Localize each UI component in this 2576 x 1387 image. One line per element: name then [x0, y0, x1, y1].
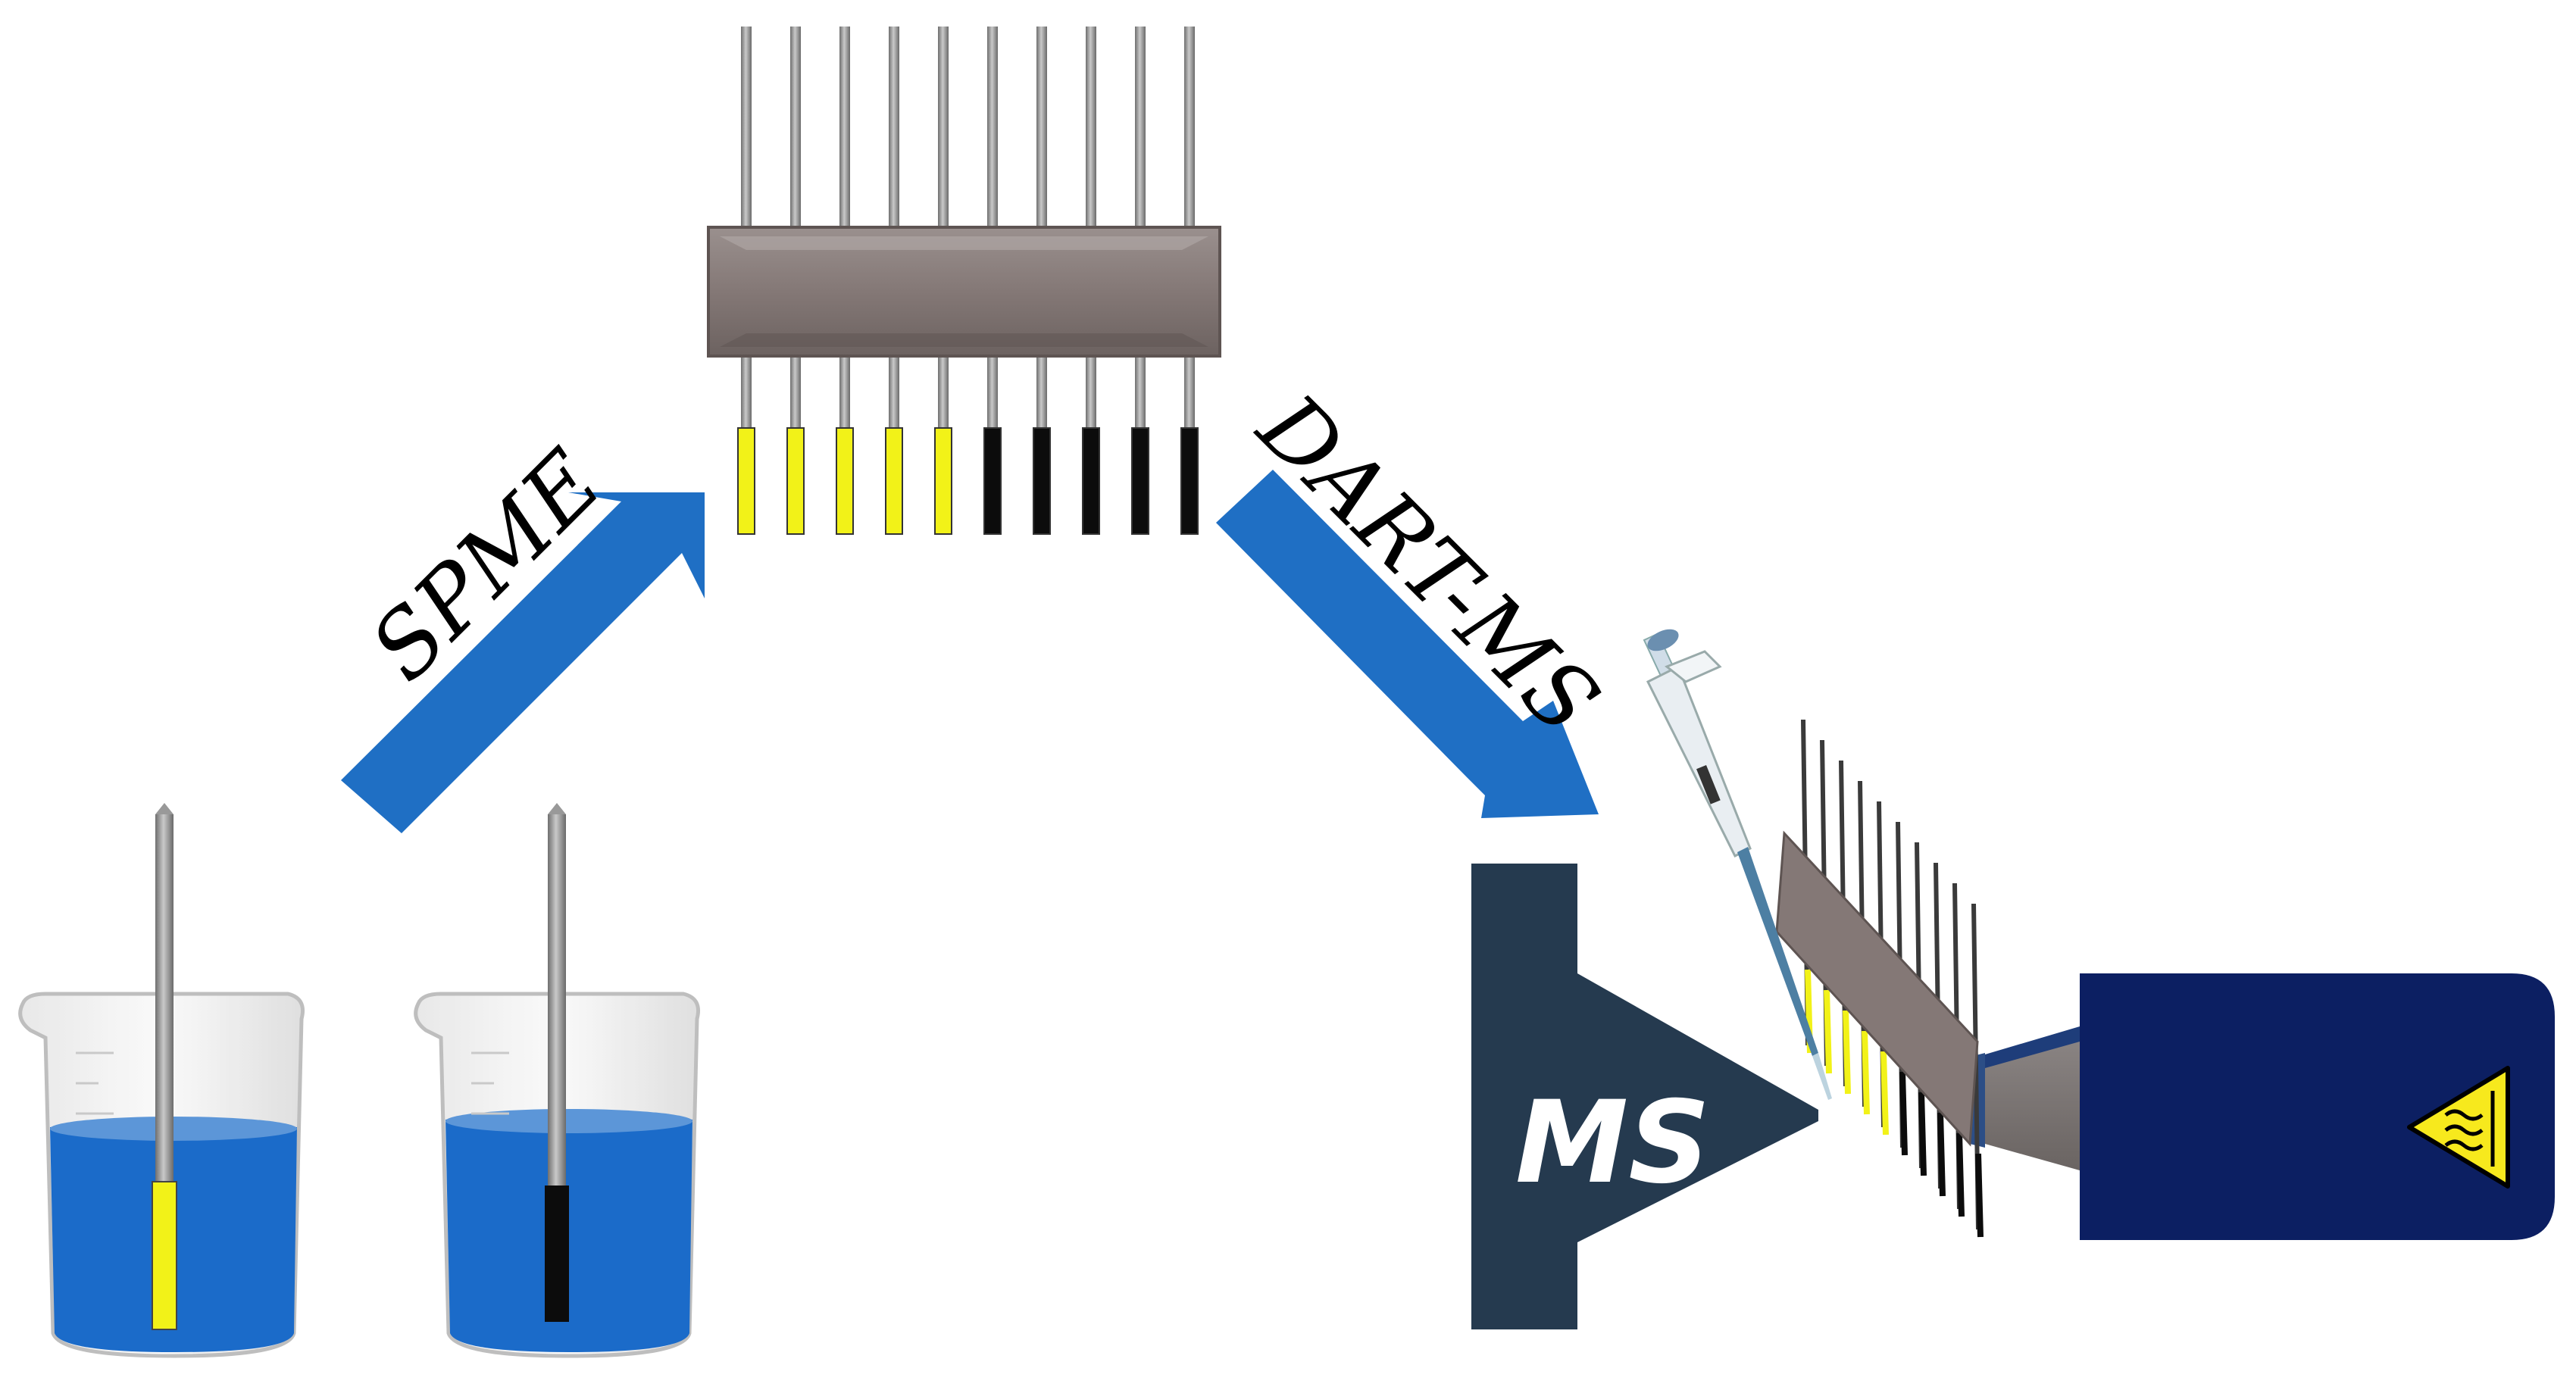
spme-fiber-tip: [155, 803, 174, 814]
pipette-tip: [1812, 1053, 1832, 1100]
pipette-display: [1696, 764, 1721, 804]
spme-fiber-rod: [548, 814, 566, 1189]
black-coating: [1956, 1132, 1965, 1217]
yellow-coating: [836, 427, 854, 535]
spme-fiber-tip: [548, 803, 566, 814]
pipette-body: [1646, 664, 1752, 858]
angled-fiber-rack: [1775, 719, 1984, 1238]
pipette-icon: [1643, 629, 1832, 1100]
yellow-coating: [1843, 1010, 1851, 1095]
dart-ion-source: [1970, 973, 2555, 1240]
spme-fiber-rod: [155, 814, 174, 1182]
hot-surface-warning-icon: [2407, 1066, 2510, 1189]
spme-arrow: SPME: [341, 430, 705, 833]
fiber-holder-bar: [707, 226, 1221, 358]
beaker-black-fiber: [414, 803, 700, 1358]
black-coating: [545, 1186, 569, 1322]
yellow-coating: [737, 427, 755, 535]
arrow-shape: [341, 492, 705, 833]
ms-inlet-cone: [1577, 973, 1818, 1242]
mass-spectrometer: MS: [1471, 864, 1818, 1329]
black-coating: [1918, 1092, 1927, 1176]
ms-body: [1471, 864, 1577, 1329]
dart-collar: [1985, 1026, 2080, 1068]
graduation-marks: [76, 1051, 114, 1115]
pipette-button: [1647, 629, 1679, 651]
black-coating: [1180, 427, 1199, 535]
yellow-coating: [1824, 989, 1832, 1074]
pipette-grip: [1665, 650, 1722, 683]
graduation-marks: [471, 1051, 509, 1115]
fiber-holder-bevel-bottom: [720, 333, 1208, 347]
beaker-water-surface: [445, 1109, 692, 1133]
yellow-coating: [1880, 1051, 1889, 1136]
yellow-coating: [1862, 1030, 1870, 1115]
dart-nozzle-body: [1985, 1034, 2080, 1170]
dart-housing: [2080, 973, 2555, 1240]
black-coating: [1131, 427, 1149, 535]
black-coating: [1937, 1112, 1946, 1197]
beaker-yellow-fiber: [18, 803, 305, 1358]
yellow-coating: [786, 427, 805, 535]
black-coating: [1975, 1153, 1984, 1238]
pipette-tip-shaft: [1737, 847, 1818, 1056]
black-coating: [1033, 427, 1051, 535]
yellow-coating: [934, 427, 952, 535]
angled-holder-bar: [1775, 830, 1979, 1147]
arrow-shape: [1216, 470, 1599, 818]
ms-label: MS: [1515, 1077, 1710, 1209]
spme-fiber-array: [707, 27, 1221, 535]
black-coating: [1899, 1071, 1908, 1156]
dart-ms-arrow: DART-MS: [1216, 373, 1619, 818]
yellow-coating: [152, 1181, 177, 1330]
black-coating: [983, 427, 1002, 535]
black-coating: [1082, 427, 1100, 535]
fiber-holder-bevel: [720, 236, 1208, 250]
yellow-coating: [885, 427, 903, 535]
